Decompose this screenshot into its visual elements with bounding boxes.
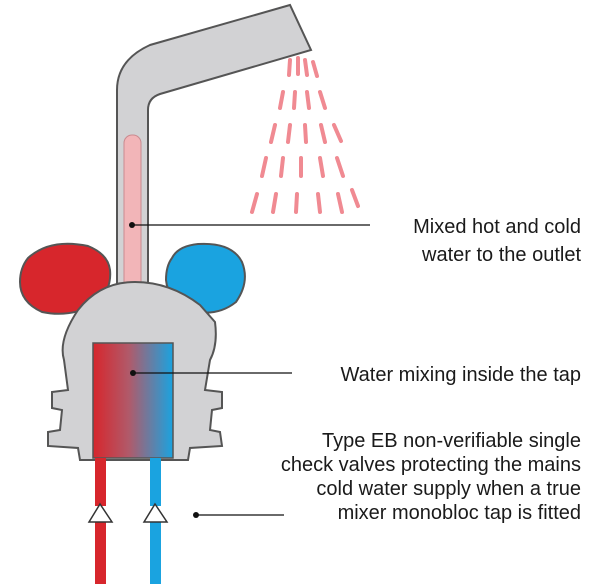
mixing-label: Water mixing inside the tap (341, 364, 581, 386)
tap-spout (116, 3, 313, 296)
valves-leader (193, 512, 284, 518)
hot-supply-pipe-lower (95, 522, 106, 584)
cold-check-valve (142, 502, 169, 523)
outlet-label-line-1: Mixed hot and cold (413, 216, 581, 238)
water-spray (250, 56, 360, 214)
mixed-water-channel (123, 134, 142, 296)
outlet-leader (129, 222, 370, 228)
cold-supply-pipe-lower (150, 522, 161, 584)
hot-supply-pipe-upper (95, 458, 106, 506)
valves-label-line-4: mixer monobloc tap is fitted (338, 502, 581, 524)
cold-supply-pipe-upper (150, 458, 161, 506)
valves-label-line-1: Type EB non-verifiable single (322, 430, 581, 452)
valves-label-line-2: check valves protecting the mains (281, 454, 581, 476)
hot-check-valve (87, 502, 114, 523)
valves-label-line-3: cold water supply when a true (316, 478, 581, 500)
mixing-chamber (92, 342, 174, 459)
mixing-leader (130, 370, 292, 376)
outlet-label-line-2: water to the outlet (421, 244, 581, 266)
